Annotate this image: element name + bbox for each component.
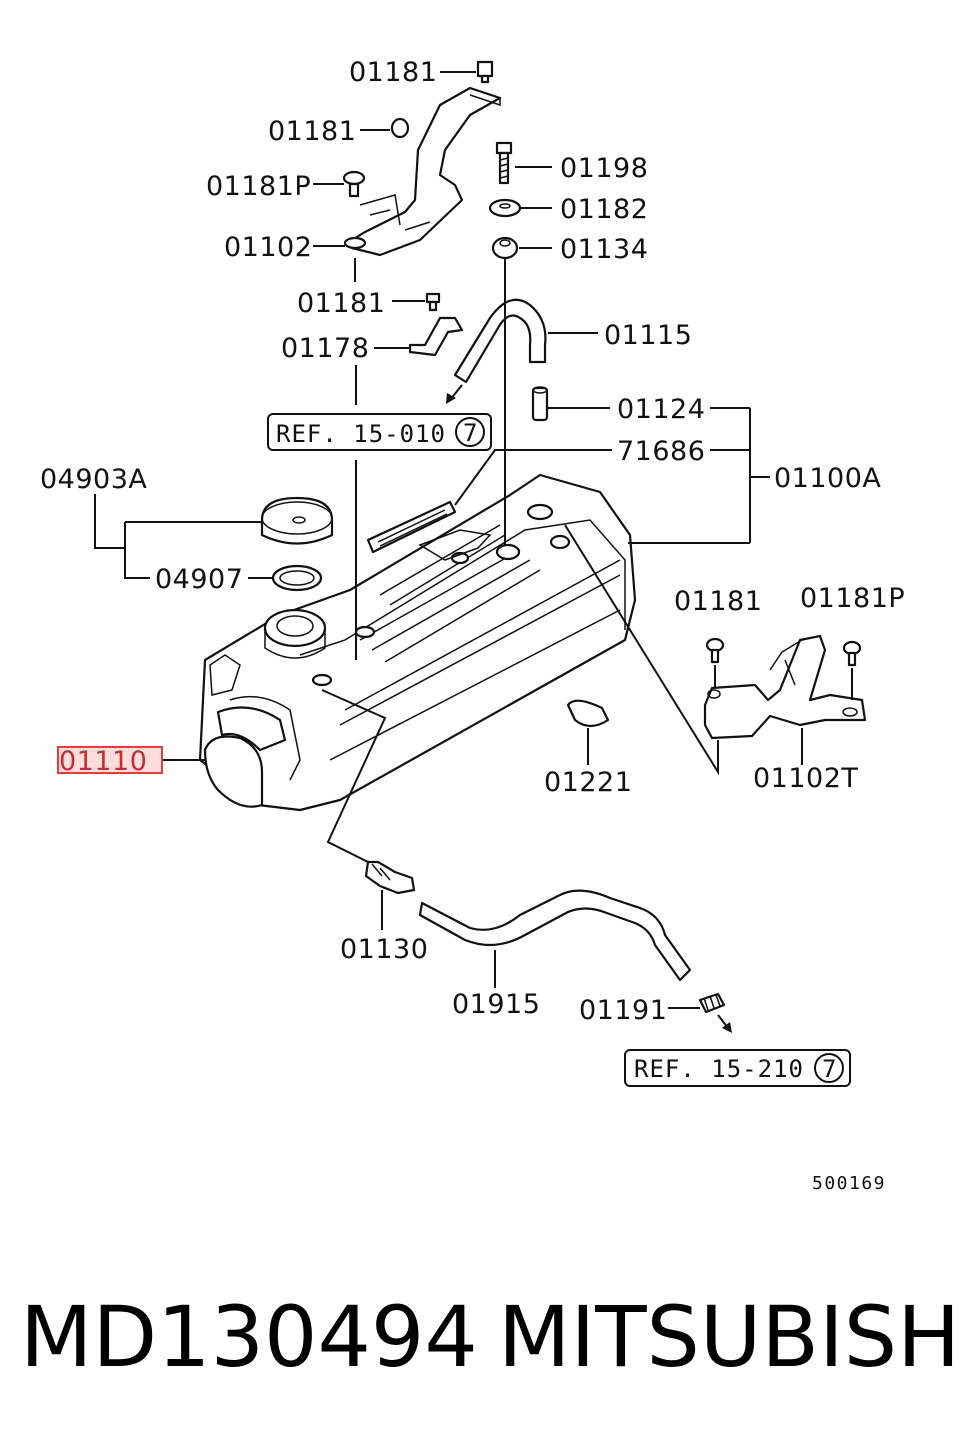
diagram-id: 500169 [812,1173,886,1194]
bolt-01181p-left [342,170,366,198]
bolt-01181-top [476,60,494,84]
grommet-01134 [491,236,519,260]
callout-01182: 01182 [560,194,648,225]
highlight-box-01110 [57,746,163,774]
callout-01181p-left: 01181P [206,171,311,202]
callout-01130: 01130 [340,934,428,965]
clamp-01191 [698,992,726,1014]
callout-01181-right: 01181 [674,586,762,617]
upper-bracket-assembly [343,86,502,257]
gasket-01110 [203,654,301,808]
callout-labels: 01181 01181 01181P 01102 01181 01178 011… [40,57,905,1026]
callout-01221: 01221 [544,767,632,798]
ref-15-210-text: REF. 15-210 [634,1055,804,1083]
valve-cover-01100a [198,473,637,812]
callout-01181-b: 01181 [268,116,356,147]
callout-01110: 01110 [59,746,147,777]
ref-box-15-210: REF. 15-210 7 [624,1049,851,1087]
bolt-01181p-right [842,640,862,667]
callout-04907: 04907 [155,564,243,595]
callout-01181-top: 01181 [349,57,437,88]
washer-01181-b [390,117,410,139]
ref-15-010-num: 7 [463,419,478,447]
ref-box-15-010: REF. 15-010 7 [267,413,492,451]
oil-cap-04903a [260,496,334,545]
o-ring-04907 [271,564,323,592]
bolt-01181-right [705,637,725,664]
hose-01915 [418,889,692,982]
callout-01102t: 01102T [753,763,858,794]
nameplate-71686 [366,500,457,554]
bracket-01102t [703,634,867,740]
callout-01198: 01198 [560,153,648,184]
bracket-01178 [408,316,464,357]
part-number: MD130494 [20,1288,478,1386]
ref-15-010-text: REF. 15-010 [276,420,446,448]
pcv-valve-01130 [364,860,416,895]
callout-01915: 01915 [452,989,540,1020]
callout-01181-c: 01181 [297,288,385,319]
bolt-01181-c [425,292,441,312]
half-moon-plug-01221 [566,699,610,728]
callout-01115: 01115 [604,320,692,351]
callout-01181p-right: 01181P [800,583,905,614]
callout-01102: 01102 [224,232,312,263]
hose-01115 [453,298,547,384]
plug-01124 [531,386,549,422]
callout-71686: 71686 [617,436,705,467]
brand-name: MITSUBISHI [498,1288,960,1386]
callout-01191: 01191 [579,995,667,1026]
callout-01100a: 01100A [774,463,881,494]
ref-15-210-num: 7 [822,1055,837,1083]
bolt-01198 [495,141,513,185]
callout-01134: 01134 [560,234,648,265]
callout-01178: 01178 [281,333,369,364]
washer-01182 [488,198,522,218]
leader-lines [94,71,853,1033]
callout-01124: 01124 [617,394,705,425]
callout-04903a: 04903A [40,464,147,495]
